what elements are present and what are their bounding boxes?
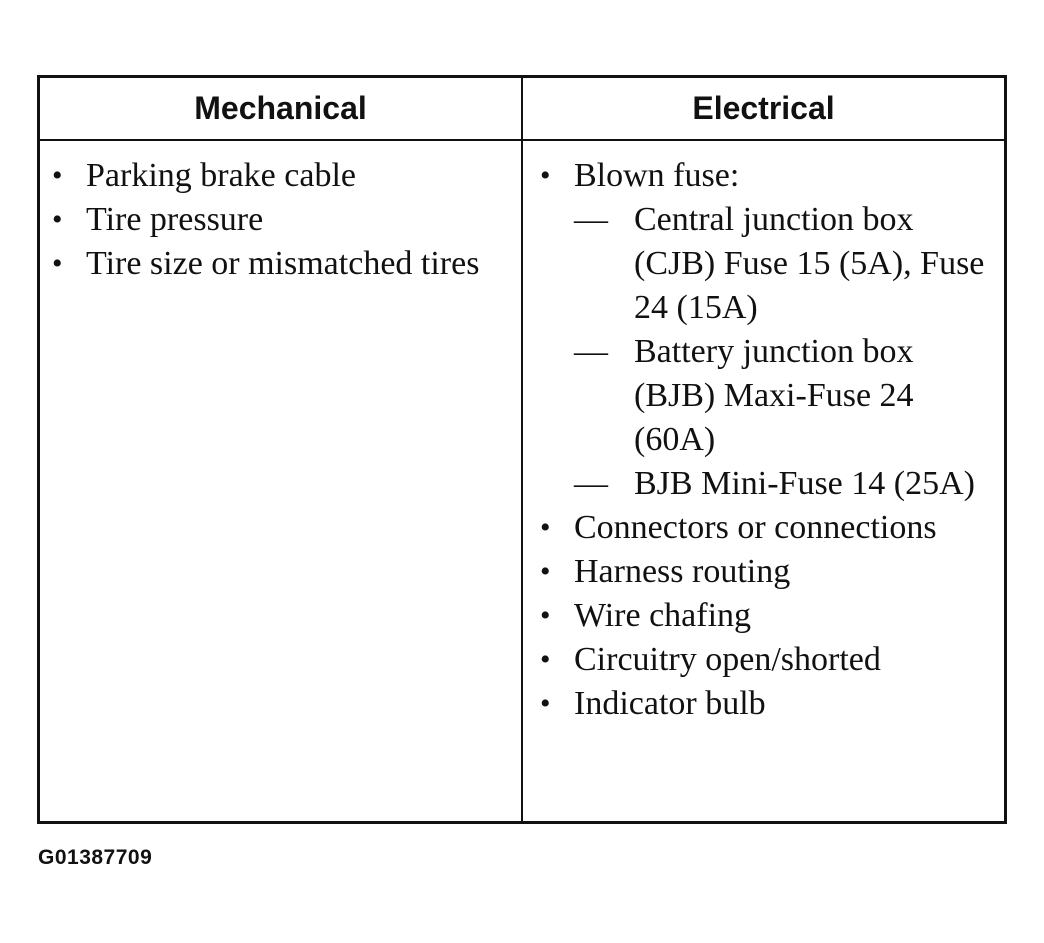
bullet-icon: • [540, 687, 551, 720]
dash-icon: — [574, 333, 608, 370]
bullet-icon: • [540, 511, 551, 544]
list-item: • Connectors or connections [540, 506, 1002, 550]
header-mechanical: Mechanical [194, 90, 367, 126]
list-item-text: Connectors or connections [574, 509, 937, 546]
sublist-item: — BJB Mini-Fuse 14 (25A) [574, 462, 1002, 506]
sublist-item-text: BJB Mini-Fuse 14 (25A) [634, 465, 975, 502]
list-item-text: Harness routing [574, 553, 791, 590]
list-item: • Harness routing [540, 550, 1002, 594]
dash-icon: — [574, 465, 608, 502]
bullet-icon: • [52, 247, 63, 280]
list-item: • Tire size or mismatched tires [52, 242, 514, 286]
list-item: • Tire pressure [52, 198, 514, 242]
sublist-item-text: Battery junction box (BJB) Maxi-Fuse 24 … [634, 333, 914, 458]
bullet-icon: • [52, 159, 63, 192]
electrical-column: • Blown fuse: — Central junction box (CJ… [540, 154, 1002, 726]
bullet-icon: • [52, 203, 63, 236]
bullet-icon: • [540, 159, 551, 192]
list-item-text: Indicator bulb [574, 685, 766, 722]
bullet-icon: • [540, 643, 551, 676]
list-item-text: Tire pressure [86, 201, 264, 238]
list-item-text: Circuitry open/shorted [574, 641, 881, 678]
bullet-icon: • [540, 555, 551, 588]
diagnosis-table: Mechanical Electrical • Parking brake ca… [37, 75, 1007, 824]
list-item: • Indicator bulb [540, 682, 1002, 726]
mechanical-list: • Parking brake cable • Tire pressure • … [52, 154, 514, 286]
sublist-item: — Battery junction box (BJB) Maxi-Fuse 2… [574, 330, 1002, 462]
list-item: • Blown fuse: — Central junction box (CJ… [540, 154, 1002, 506]
dash-icon: — [574, 201, 608, 238]
list-item: • Parking brake cable [52, 154, 514, 198]
column-divider [521, 78, 523, 821]
fuse-sublist: — Central junction box (CJB) Fuse 15 (5A… [574, 198, 1002, 506]
list-item-text: Blown fuse: [574, 157, 740, 194]
sublist-item: — Central junction box (CJB) Fuse 15 (5A… [574, 198, 1002, 330]
electrical-list: • Blown fuse: — Central junction box (CJ… [540, 154, 1002, 726]
bullet-icon: • [540, 599, 551, 632]
list-item-text: Parking brake cable [86, 157, 356, 194]
mechanical-column: • Parking brake cable • Tire pressure • … [52, 154, 514, 286]
list-item: • Circuitry open/shorted [540, 638, 1002, 682]
header-electrical: Electrical [692, 90, 835, 126]
list-item-text: Wire chafing [574, 597, 752, 634]
list-item: • Wire chafing [540, 594, 1002, 638]
sublist-item-text: Central junction box (CJB) Fuse 15 (5A),… [634, 201, 985, 326]
list-item-text: Tire size or mismatched tires [86, 245, 480, 282]
figure-id: G01387709 [38, 846, 153, 869]
